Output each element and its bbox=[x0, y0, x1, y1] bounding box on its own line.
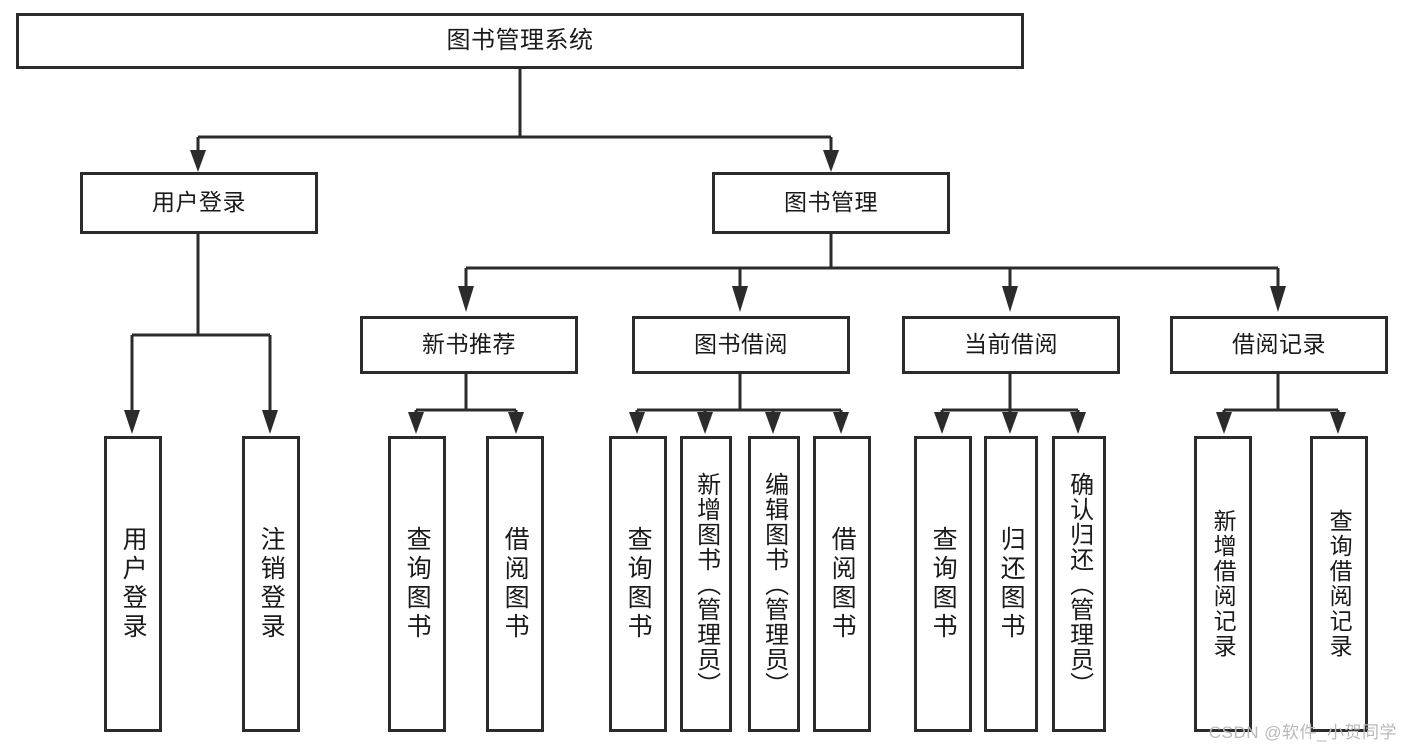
leaf-user-login[interactable]: 用户登录 bbox=[104, 436, 162, 732]
node-root-system[interactable]: 图书管理系统 bbox=[16, 13, 1024, 69]
node-label: 确认归还（管理员） bbox=[1065, 471, 1093, 697]
node-book-management[interactable]: 图书管理 bbox=[712, 172, 950, 234]
node-label: 新增图书（管理员） bbox=[692, 471, 720, 697]
node-label: 借阅图书 bbox=[501, 526, 530, 642]
leaf-query-book-current[interactable]: 查询图书 bbox=[914, 436, 972, 732]
leaf-confirm-return-admin[interactable]: 确认归还（管理员） bbox=[1052, 436, 1106, 732]
leaf-query-book-borrow[interactable]: 查询图书 bbox=[609, 436, 667, 732]
leaf-borrow-book-recommend[interactable]: 借阅图书 bbox=[486, 436, 544, 732]
node-label: 图书借阅 bbox=[694, 331, 788, 358]
leaf-query-book-recommend[interactable]: 查询图书 bbox=[388, 436, 446, 732]
leaf-logout[interactable]: 注销登录 bbox=[242, 436, 300, 732]
node-label: 查询借阅记录 bbox=[1326, 509, 1353, 659]
node-label: 借阅图书 bbox=[828, 526, 857, 642]
node-book-borrow[interactable]: 图书借阅 bbox=[632, 316, 850, 374]
leaf-query-borrow-record[interactable]: 查询借阅记录 bbox=[1310, 436, 1368, 732]
leaf-add-book-admin[interactable]: 新增图书（管理员） bbox=[680, 436, 732, 732]
node-label: 查询图书 bbox=[403, 526, 432, 642]
node-label: 归还图书 bbox=[997, 526, 1026, 642]
node-label: 注销登录 bbox=[257, 526, 286, 642]
node-label: 借阅记录 bbox=[1232, 331, 1326, 358]
node-label: 新增借阅记录 bbox=[1210, 509, 1237, 659]
leaf-edit-book-admin[interactable]: 编辑图书（管理员） bbox=[748, 436, 800, 732]
leaf-borrow-book[interactable]: 借阅图书 bbox=[813, 436, 871, 732]
node-label: 用户登录 bbox=[152, 189, 246, 216]
node-new-book-recommend[interactable]: 新书推荐 bbox=[360, 316, 578, 374]
node-label: 编辑图书（管理员） bbox=[760, 471, 788, 697]
leaf-return-book[interactable]: 归还图书 bbox=[984, 436, 1038, 732]
node-current-borrow[interactable]: 当前借阅 bbox=[902, 316, 1120, 374]
node-label: 新书推荐 bbox=[422, 331, 516, 358]
csdn-watermark: CSDN @软件_小贺同学 bbox=[1208, 723, 1397, 742]
node-label: 查询图书 bbox=[929, 526, 958, 642]
node-label: 用户登录 bbox=[119, 526, 148, 642]
node-label: 图书管理系统 bbox=[446, 26, 594, 54]
node-label: 图书管理 bbox=[784, 189, 878, 216]
node-borrow-record[interactable]: 借阅记录 bbox=[1170, 316, 1388, 374]
node-label: 当前借阅 bbox=[964, 331, 1058, 358]
leaf-add-borrow-record[interactable]: 新增借阅记录 bbox=[1194, 436, 1252, 732]
node-label: 查询图书 bbox=[624, 526, 653, 642]
node-user-login[interactable]: 用户登录 bbox=[80, 172, 318, 234]
